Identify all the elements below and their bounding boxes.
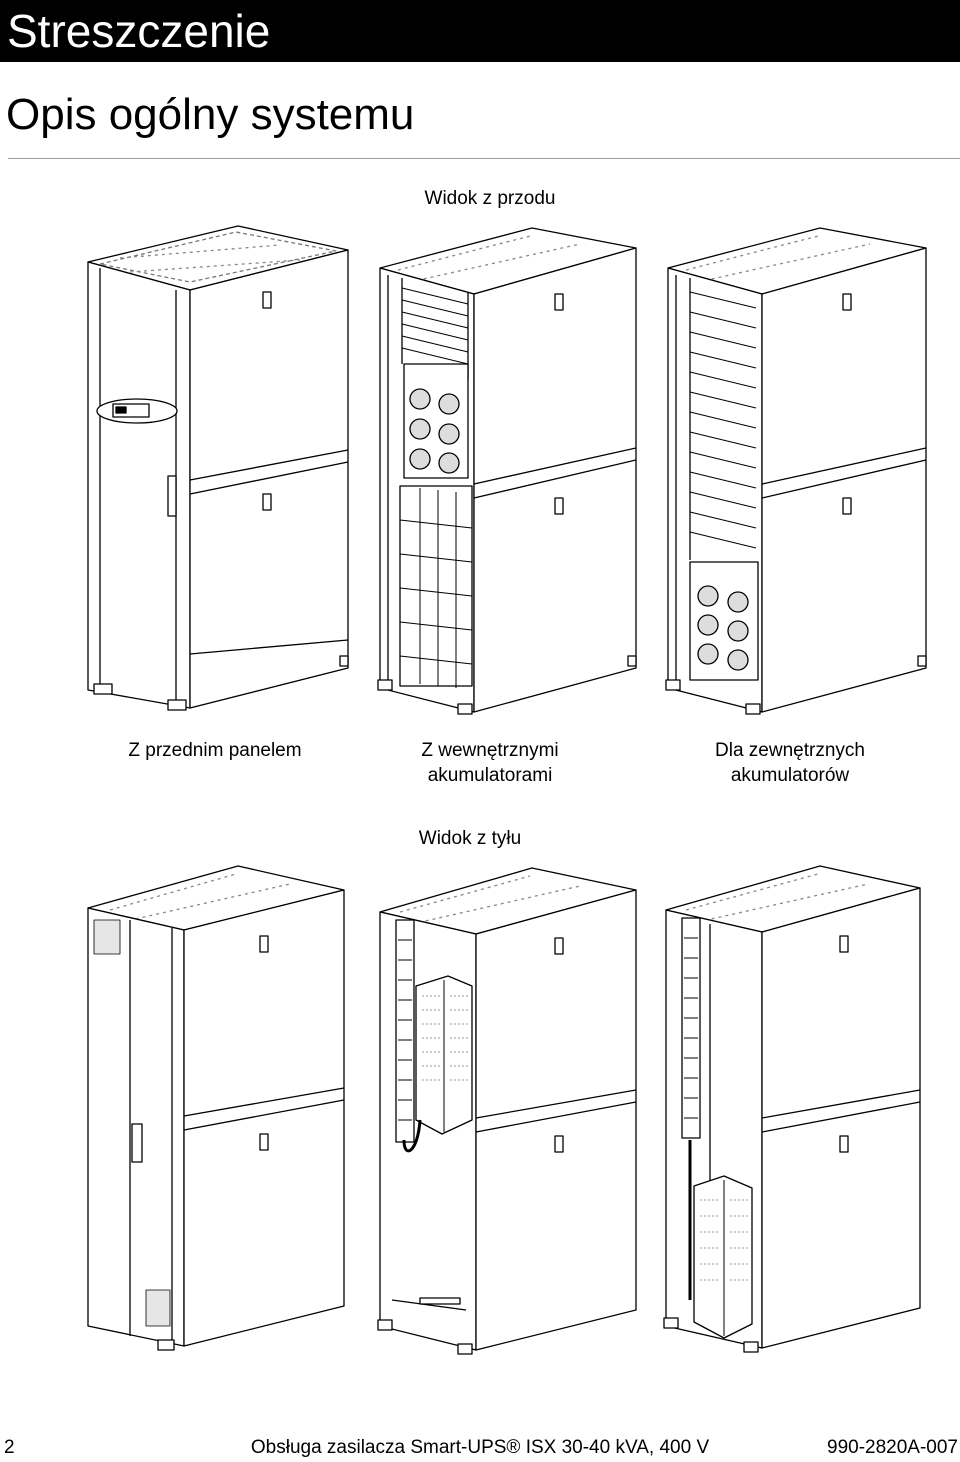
section-title: Streszczenie — [7, 5, 271, 57]
caption-internal-batteries-line1: Z wewnętrznymi — [421, 740, 559, 761]
front-cabinet-internal-batteries — [377, 227, 637, 715]
title-divider — [8, 158, 960, 159]
section-banner: Streszczenie — [0, 0, 960, 62]
front-view-heading: Widok z przodu — [424, 188, 556, 209]
front-cabinet-external-batteries — [665, 227, 927, 715]
caption-external-batteries-line2: akumulatorów — [730, 765, 850, 786]
rear-cabinet-external-batteries — [663, 865, 921, 1353]
page-title: Opis ogólny systemu — [6, 90, 415, 139]
document-number: 990-2820A-007 — [827, 1437, 958, 1458]
front-cabinet-with-panel — [87, 225, 349, 711]
rear-cabinet-with-panel — [87, 865, 345, 1351]
manual-title: Obsługa zasilacza Smart-UPS® ISX 30-40 k… — [250, 1437, 710, 1458]
caption-external-batteries-line1: Dla zewnętrznych — [715, 740, 865, 761]
page-number: 2 — [4, 1437, 15, 1458]
rear-view-heading: Widok z tyłu — [418, 828, 522, 849]
rear-cabinet-internal-batteries — [377, 867, 637, 1355]
caption-with-front-panel: Z przednim panelem — [128, 740, 302, 761]
caption-internal-batteries-line2: akumulatorami — [427, 765, 553, 786]
